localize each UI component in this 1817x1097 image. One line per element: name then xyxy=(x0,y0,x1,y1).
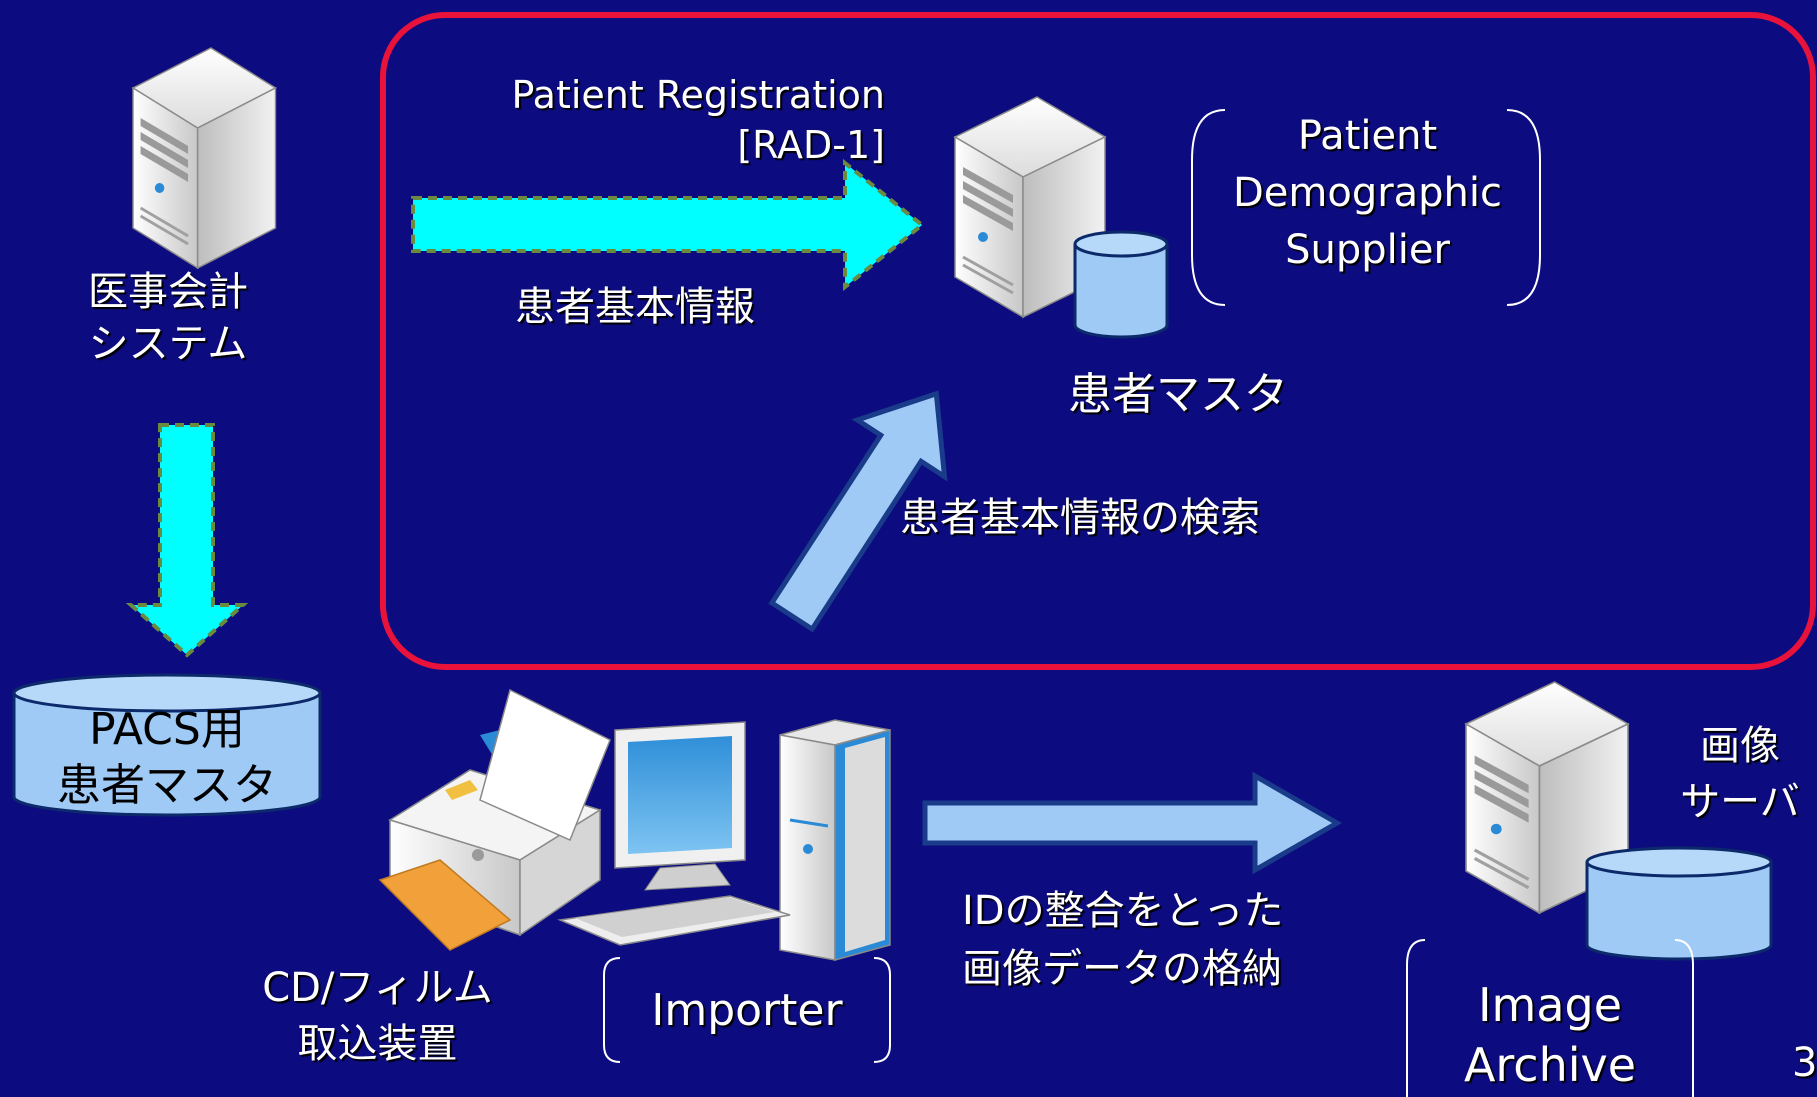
database-icon xyxy=(1585,846,1773,961)
rad1-line1: Patient Registration xyxy=(511,73,885,117)
pds-label: Patient Demographic Supplier xyxy=(1195,108,1540,279)
hospital-accounting-line2: システム xyxy=(88,321,248,367)
pacs-master-line2: 患者マスタ xyxy=(57,760,277,811)
pc-printer-icon xyxy=(378,688,891,961)
hospital-accounting-label: 医事会計 システム xyxy=(68,266,268,370)
pds-line3: Supplier xyxy=(1285,227,1450,273)
rad1-label: Patient Registration [RAD-1] xyxy=(470,70,885,170)
importer-label: Importer xyxy=(651,985,843,1036)
server-icon xyxy=(131,46,277,270)
hospital-accounting-line1: 医事会計 xyxy=(88,269,248,315)
pacs-master-line1: PACS用 xyxy=(89,704,245,755)
cd-film-importer-line1: CD/フィルム xyxy=(262,965,493,1011)
patient-master-label: 患者マスタ xyxy=(1068,369,1288,420)
server-db-icon xyxy=(953,95,1169,339)
store-images-line2: 画像データの格納 xyxy=(962,946,1282,992)
rad1-line2: [RAD-1] xyxy=(737,123,885,167)
pds-line1: Patient xyxy=(1297,113,1438,159)
image-archive-line1: Image xyxy=(1477,978,1623,1032)
cd-film-importer-label: CD/フィルム 取込装置 xyxy=(230,960,525,1072)
pds-line2: Demographic xyxy=(1232,170,1503,216)
image-archive-label: Image Archive xyxy=(1407,975,1693,1095)
cd-film-importer-line2: 取込装置 xyxy=(297,1021,458,1067)
image-archive-line2: Archive xyxy=(1463,1038,1637,1092)
image-server-label: 画像 サーバ xyxy=(1665,718,1815,830)
query-patient-info-label: 患者基本情報の検索 xyxy=(900,495,1260,541)
store-images-line1: IDの整合をとった xyxy=(962,888,1284,934)
page-number: 3 xyxy=(1792,1040,1817,1086)
patient-basic-info-label: 患者基本情報 xyxy=(515,284,755,330)
down-arrow xyxy=(125,423,249,658)
actor-box xyxy=(380,12,1816,670)
registration-arrow xyxy=(411,158,926,292)
pacs-master-label: PACS用 患者マスタ xyxy=(14,702,320,814)
store-images-label: IDの整合をとった 画像データの格納 xyxy=(962,882,1283,998)
store-arrow xyxy=(922,771,1343,875)
image-server-line2: サーバ xyxy=(1680,779,1800,825)
query-arrow xyxy=(768,390,948,633)
database-icon xyxy=(12,673,322,817)
image-server-line1: 画像 xyxy=(1700,723,1780,769)
